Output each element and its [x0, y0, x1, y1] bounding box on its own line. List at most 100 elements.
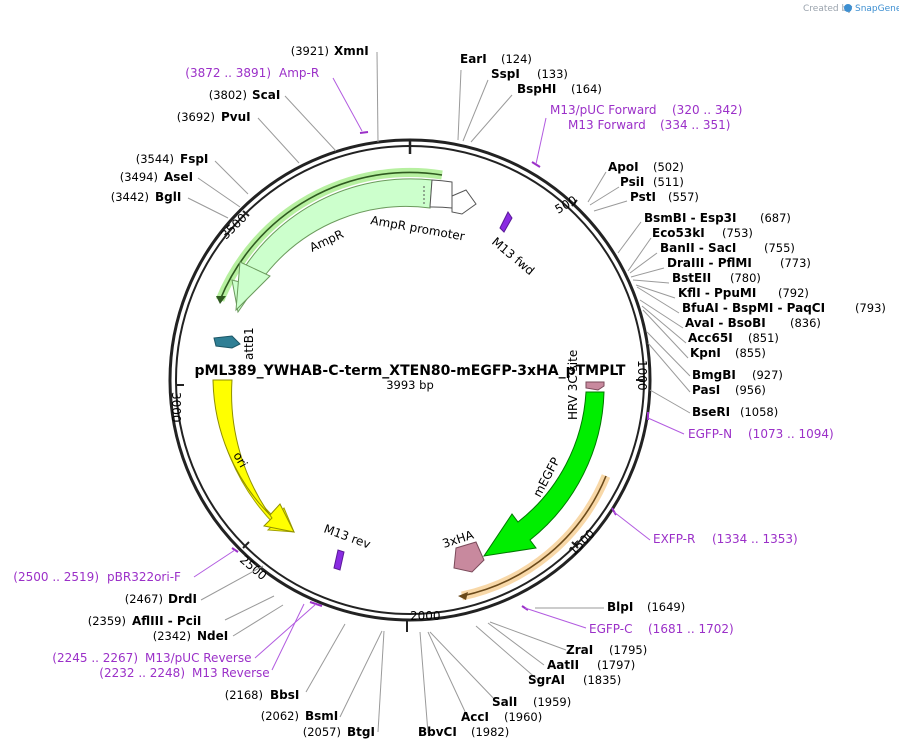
primer-egfpn-name[interactable]: EGFP-N [688, 427, 732, 441]
ampr-promoter-label: AmpR promoter [369, 213, 465, 243]
site-acc65i-name[interactable]: Acc65I [688, 331, 733, 345]
site-bsmbi-pos: (687) [760, 211, 791, 225]
primer-ampr-name[interactable]: Amp-R [279, 66, 319, 80]
site-psti-name[interactable]: PstI [630, 190, 656, 204]
primer-m13-fwd-name[interactable]: M13 Forward [568, 118, 646, 132]
megfp-feature[interactable] [482, 391, 605, 557]
primer-m13puc-fwd-range: (320 .. 342) [672, 103, 742, 117]
site-aatii-name[interactable]: AatII [547, 658, 579, 672]
ampr-promoter-arrow[interactable] [451, 189, 477, 215]
site-scai-name[interactable]: ScaI [252, 88, 280, 102]
site-eco53ki-name[interactable]: Eco53kI [652, 226, 705, 240]
site-bsphi-name[interactable]: BspHI [517, 82, 556, 96]
ori-feature[interactable] [212, 379, 295, 533]
site-sspi-name[interactable]: SspI [491, 67, 520, 81]
site-bbsi-name[interactable]: BbsI [270, 688, 299, 702]
site-drdi-name[interactable]: DrdI [168, 592, 197, 606]
ori-label: ori [230, 450, 250, 471]
site-apoi-name[interactable]: ApoI [608, 160, 639, 174]
site-sgrai-name[interactable]: SgrAI [528, 673, 565, 687]
site-bfuai-pos: (793) [855, 301, 886, 315]
primer-egfpn-range: (1073 .. 1094) [748, 427, 834, 441]
site-draiii-name[interactable]: DraIII - PflMI [667, 256, 752, 270]
site-bmgbi-name[interactable]: BmgBI [692, 368, 736, 382]
site-fspi-name[interactable]: FspI [180, 152, 208, 166]
site-zrai-pos: (1795) [609, 643, 647, 657]
plasmid-size: 3993 bp [386, 378, 434, 392]
ampr-promoter-body[interactable] [429, 179, 453, 209]
site-bseri-pos: (1058) [740, 405, 778, 419]
primer-m13-rev-name[interactable]: M13 Reverse [192, 666, 270, 680]
site-psti-pos: (557) [668, 190, 699, 204]
site-kpni-name[interactable]: KpnI [690, 346, 721, 360]
site-kfli-pos: (792) [778, 286, 809, 300]
primer-pbr322-name[interactable]: pBR322ori-F [107, 570, 181, 584]
site-avai-name[interactable]: AvaI - BsoBI [685, 316, 766, 330]
m13-rev-label: M13 rev [322, 522, 372, 552]
m13-fwd-feature[interactable] [499, 211, 513, 233]
site-bsmbi-name[interactable]: BsmBI - Esp3I [644, 211, 736, 225]
site-bsteii-pos: (780) [730, 271, 761, 285]
site-bseri-name[interactable]: BseRI [692, 405, 730, 419]
site-bfuai-name[interactable]: BfuAI - BspMI - PaqCI [682, 301, 825, 315]
site-xmni-name[interactable]: XmnI [334, 44, 369, 58]
site-bsphi-pos: (164) [571, 82, 602, 96]
primer-m13puc-fwd-name[interactable]: M13/pUC Forward [550, 103, 657, 117]
hrv3c-feature[interactable] [585, 381, 605, 391]
site-sspi-pos: (133) [537, 67, 568, 81]
ampr-highlight-arrowhead [216, 296, 226, 304]
ampr-highlight-line [219, 171, 443, 301]
tick-label-3000: 3000 [169, 392, 183, 423]
primer-m13-fwd-range: (334 .. 351) [660, 118, 730, 132]
site-bbvci-name[interactable]: BbvCI [418, 725, 457, 739]
site-ndei-pos: (2342) [153, 629, 191, 643]
m13-fwd-label: M13 fwd [489, 235, 537, 278]
site-pasi-name[interactable]: PasI [692, 383, 720, 397]
ampr-arrowhead [235, 261, 271, 312]
attb1-feature[interactable] [213, 335, 241, 349]
site-afliii-name[interactable]: AflIII - PciI [132, 614, 201, 628]
site-zrai-name[interactable]: ZraI [566, 643, 593, 657]
tick-label-2500: 2500 [237, 553, 269, 583]
site-aatii-pos: (1797) [597, 658, 635, 672]
site-bsmi-pos: (2062) [261, 709, 299, 723]
site-kfli-name[interactable]: KflI - PpuMI [678, 286, 756, 300]
site-blpi-name[interactable]: BlpI [607, 600, 633, 614]
primer-egfpc-name[interactable]: EGFP-C [589, 622, 632, 636]
credit-text: Created by [803, 4, 853, 14]
site-bmgbi-pos: (927) [752, 368, 783, 382]
site-btgi-pos: (2057) [303, 725, 341, 739]
tick-marks [176, 199, 644, 632]
site-asei-name[interactable]: AseI [164, 170, 193, 184]
m13-rev-feature[interactable] [333, 549, 345, 571]
plasmid-name: pML389_YWHAB-C-term_XTEN80-mEGFP-3xHA_pT… [195, 363, 626, 379]
primer-m13puc-rev-range: (2245 .. 2267) [52, 651, 138, 665]
primer-m13puc-rev-name[interactable]: M13/pUC Reverse [145, 651, 252, 665]
leaders-primers [193, 77, 685, 671]
site-bgli-name[interactable]: BglI [155, 190, 181, 204]
site-sali-name[interactable]: SalI [492, 695, 517, 709]
site-ndei-name[interactable]: NdeI [197, 629, 228, 643]
hrv3c-label: HRV 3C site [566, 350, 580, 420]
tick-1500 [571, 541, 579, 549]
site-acci-name[interactable]: AccI [461, 710, 489, 724]
primer-m13-rev-range: (2232 .. 2248) [99, 666, 185, 680]
site-btgi-name[interactable]: BtgI [347, 725, 375, 739]
site-banii-name[interactable]: BanII - SacI [660, 241, 736, 255]
site-bsmi-name[interactable]: BsmI [305, 709, 338, 723]
leaders-right [419, 69, 691, 734]
hax3-feature[interactable] [453, 541, 485, 573]
site-psii-name[interactable]: PsiI [620, 175, 644, 189]
site-pvui-name[interactable]: PvuI [221, 110, 251, 124]
site-psii-pos: (511) [653, 175, 684, 189]
site-banii-pos: (755) [764, 241, 795, 255]
tick-2500 [242, 541, 250, 549]
credit-brand: SnapGene [855, 4, 899, 14]
site-apoi-pos: (502) [653, 160, 684, 174]
site-xmni-pos: (3921) [291, 44, 329, 58]
tick-500 [571, 199, 578, 207]
site-bsteii-name[interactable]: BstEII [672, 271, 711, 285]
tick-label-2000: 2000 [410, 609, 441, 623]
site-eari-name[interactable]: EarI [460, 52, 487, 66]
primer-exfpr-name[interactable]: EXFP-R [653, 532, 695, 546]
